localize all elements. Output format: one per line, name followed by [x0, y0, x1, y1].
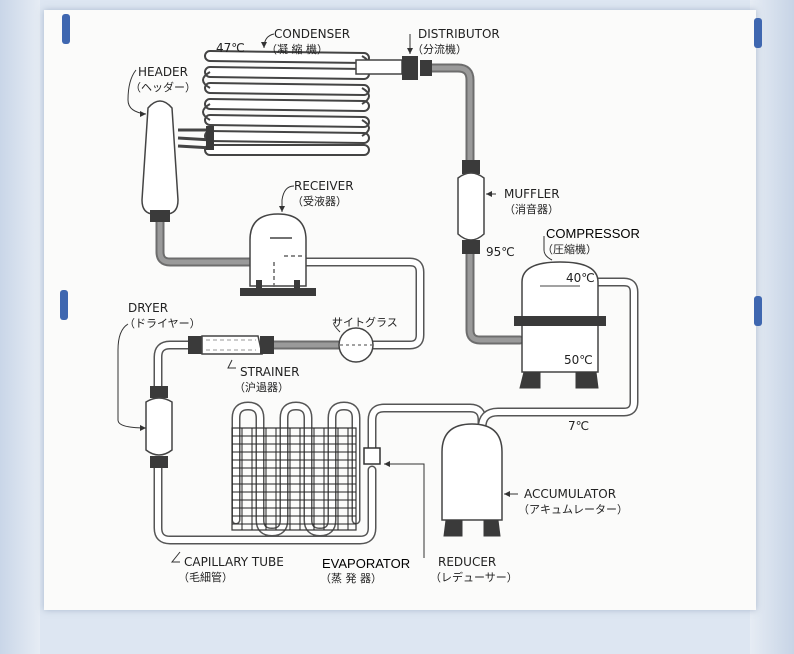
evaporator-fins: [231, 427, 357, 531]
header-vessel: [141, 100, 214, 222]
binder-tab-top-right: [754, 18, 762, 48]
temp-condenser-in: 47℃: [216, 41, 245, 55]
label-header-jp: （ヘッダー）: [130, 80, 196, 94]
binder-tab-mid-right: [754, 296, 762, 326]
pipe-suction-line: [367, 277, 639, 455]
label-strainer-jp: （沪過器）: [234, 380, 289, 394]
temp-compressor-top: 40℃: [566, 271, 595, 285]
component-labels: CONDENSER （凝 縮 機） DISTRIBUTOR （分流機） HEAD…: [124, 27, 640, 585]
sight-glass: [338, 327, 374, 363]
pipe-receiver-to-sightglass: [300, 257, 425, 350]
label-strainer-en: STRAINER: [240, 365, 299, 379]
accumulator-vessel: [441, 423, 503, 537]
compressor-vessel: [514, 261, 606, 389]
label-distributor-jp: （分流機）: [412, 42, 467, 56]
dryer-vessel: [145, 386, 173, 468]
reducer: [363, 447, 381, 465]
receiver-vessel: [240, 213, 316, 296]
distributor: [355, 56, 432, 80]
background-edge-left: [0, 0, 40, 654]
background-edge-right: [750, 0, 794, 654]
binder-tab-mid-left: [60, 290, 68, 320]
label-evaporator-en: EVAPORATOR: [322, 556, 410, 571]
label-accumulator-en: ACCUMULATOR: [524, 487, 616, 501]
label-dryer-en: DRYER: [128, 301, 168, 315]
temp-muffler-out: 95℃: [486, 245, 515, 259]
condenser-coil: [202, 50, 370, 156]
label-compressor-jp: （圧縮機）: [542, 242, 597, 256]
temp-compressor-bottom: 50℃: [564, 353, 593, 367]
pipe-strainer-to-dryer: [153, 340, 195, 393]
pipe-discharge-line: [423, 63, 525, 345]
label-receiver-jp: （受液器）: [292, 194, 347, 208]
label-muffler-jp: （消音器）: [504, 202, 559, 216]
label-reducer-en: REDUCER: [438, 555, 496, 569]
label-accumulator-jp: （アキュムレーター）: [518, 503, 628, 516]
label-receiver-en: RECEIVER: [294, 179, 354, 193]
label-compressor-en: COMPRESSOR: [546, 226, 640, 241]
muffler-vessel: [457, 160, 485, 254]
label-distributor-en: DISTRIBUTOR: [418, 27, 500, 41]
temp-suction-line: 7℃: [568, 419, 589, 433]
pipe-header-to-receiver: [155, 217, 255, 267]
arrow-heads: [140, 42, 510, 497]
temperature-labels: 47℃ 95℃ 40℃ 50℃ 7℃: [216, 41, 595, 433]
label-capillary-en: CAPILLARY TUBE: [184, 555, 284, 569]
label-muffler-en: MUFFLER: [504, 187, 560, 201]
label-condenser-en: CONDENSER: [274, 27, 350, 41]
label-header-en: HEADER: [138, 65, 188, 79]
label-capillary-jp: （毛細管）: [178, 570, 233, 584]
label-condenser-jp: （凝 縮 機）: [266, 42, 328, 56]
label-dryer-jp: （ドライヤー）: [124, 317, 201, 330]
strainer: [188, 335, 274, 355]
binder-tab-top-left: [62, 14, 70, 44]
label-sightglass-jp: サイトグラス: [332, 315, 398, 329]
pipe-capillary-tube: [153, 460, 377, 545]
pipe-evaporator-coil: [231, 401, 361, 537]
label-reducer-jp: （レデューサー）: [430, 570, 518, 584]
label-evaporator-jp: （蒸 発 器）: [320, 571, 382, 585]
